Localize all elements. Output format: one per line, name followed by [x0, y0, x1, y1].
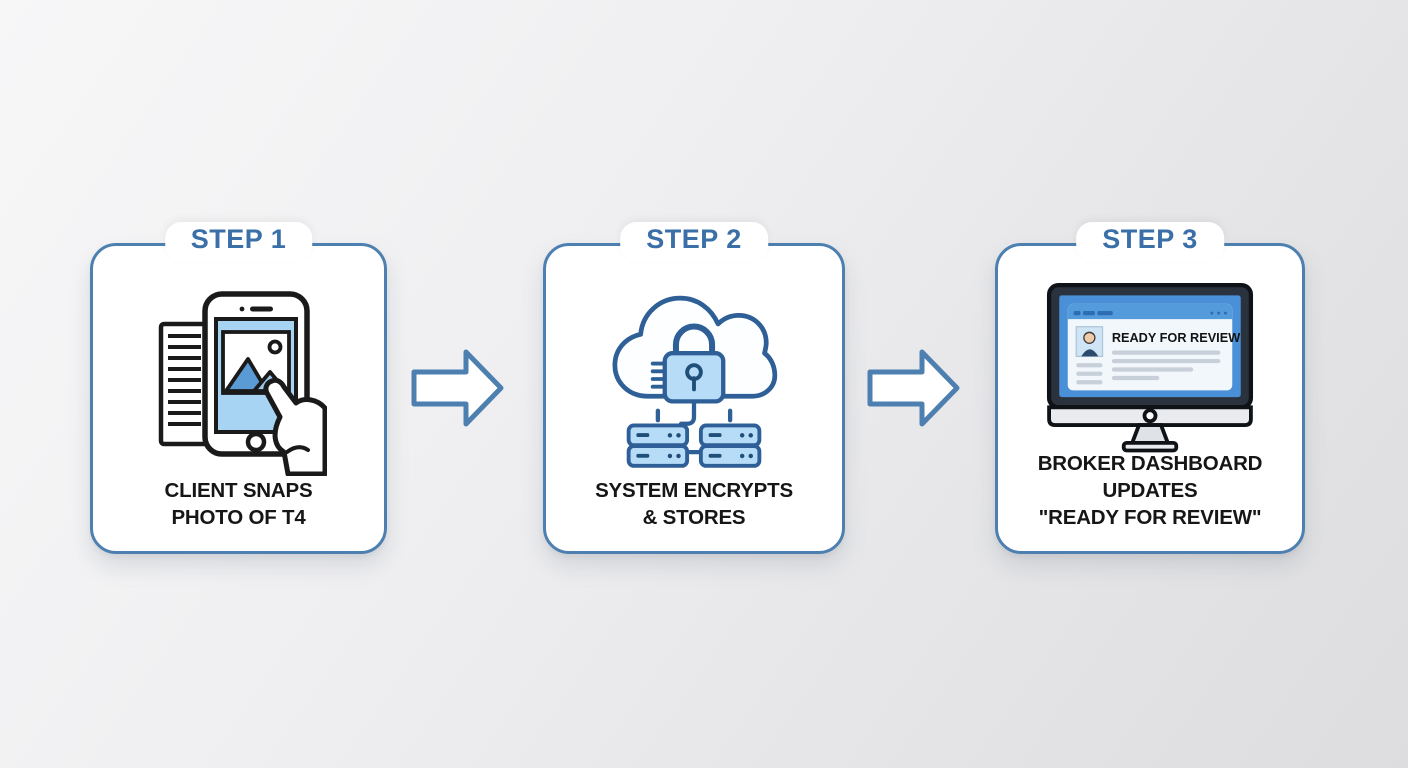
step-2-caption-line1: SYSTEM ENCRYPTS [595, 479, 793, 502]
step-2-icon-wrap [546, 286, 842, 472]
broker-dashboard-monitor-icon: READY FOR REVIEW [1046, 283, 1254, 453]
arrow-step2-to-step3 [867, 349, 960, 427]
step-2-label: STEP 2 [620, 222, 768, 261]
step-3-label: STEP 3 [1076, 222, 1224, 261]
step-3-caption: BROKER DASHBOARD UPDATES "READY FOR REVI… [1002, 450, 1298, 531]
cloud-lock-servers-icon [612, 295, 778, 468]
step-3-caption-line2: "READY FOR REVIEW" [1038, 506, 1262, 529]
step-1-card: STEP 1 [90, 222, 387, 554]
dashboard-status-text: READY FOR REVIEW [1112, 330, 1240, 345]
step-3-card: STEP 3 [995, 222, 1305, 554]
step-3-caption-line1: BROKER DASHBOARD UPDATES [1037, 452, 1263, 502]
arrow-step1-to-step2 [411, 349, 504, 427]
step-2-card: STEP 2 [543, 222, 845, 554]
step-1-caption: CLIENT SNAPS PHOTO OF T4 [97, 477, 380, 531]
step-2-caption: SYSTEM ENCRYPTS & STORES [550, 477, 838, 531]
step-1-caption-line1: CLIENT SNAPS [164, 479, 313, 502]
step-1-label: STEP 1 [164, 222, 313, 261]
step-3-icon-wrap: READY FOR REVIEW [998, 280, 1302, 454]
step-2-caption-line2: & STORES [642, 506, 746, 529]
step-1-icon-wrap [93, 286, 384, 476]
phone-photo-capture-icon [158, 291, 327, 476]
step-1-caption-line2: PHOTO OF T4 [171, 506, 306, 529]
